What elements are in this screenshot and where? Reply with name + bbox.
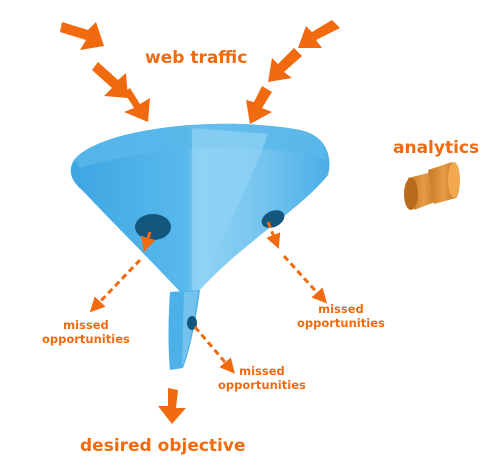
- arrow-icon: [60, 22, 104, 50]
- missed-opportunities-bottom-label: missed opportunities: [218, 364, 306, 392]
- arrow-icon: [158, 388, 186, 424]
- arrow-icon: [298, 20, 340, 48]
- arrow-icon: [92, 62, 128, 98]
- web-traffic-label: web traffic: [145, 48, 248, 68]
- arrow-icon: [89, 258, 142, 313]
- funnel-icon: [70, 123, 330, 370]
- arrow-icon: [124, 88, 150, 122]
- funnel-hole-left: [135, 214, 171, 240]
- desired-objective-label: desired objective: [80, 436, 246, 456]
- arrow-icon: [266, 221, 281, 249]
- arrow-icon: [268, 48, 302, 82]
- arrow-icon: [282, 254, 328, 304]
- traffic-arrows: [60, 20, 340, 424]
- analytics-tube-icon: [404, 162, 460, 210]
- arrow-icon: [246, 86, 272, 124]
- missed-opportunities-right-label: missed opportunities: [297, 302, 385, 330]
- arrow-icon: [193, 326, 235, 374]
- funnel-hole-spout: [187, 316, 197, 330]
- missed-opportunities-left-label: missed opportunities: [42, 318, 130, 346]
- leak-arrows: [89, 221, 328, 374]
- arrow-icon: [141, 231, 156, 253]
- analytics-label: analytics: [393, 138, 480, 158]
